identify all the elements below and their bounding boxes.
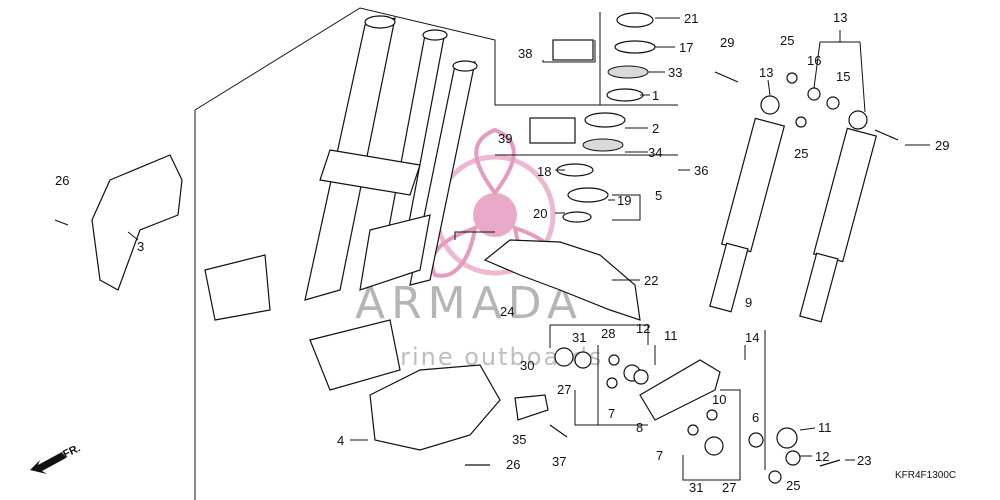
callout-28: 28 xyxy=(601,326,615,341)
callout-23: 23 xyxy=(857,453,871,468)
callout-21: 21 xyxy=(684,11,698,26)
callout-16: 16 xyxy=(807,53,821,68)
callout-12-a: 12 xyxy=(636,321,650,336)
callout-13-b: 13 xyxy=(833,10,847,25)
steering-column xyxy=(204,15,478,391)
callout-20: 20 xyxy=(533,206,547,221)
callout-1: 1 xyxy=(652,88,659,103)
callout-26: 26 xyxy=(55,173,69,188)
callout-4: 4 xyxy=(337,433,344,448)
callout-38: 38 xyxy=(518,46,532,61)
callout-2: 2 xyxy=(652,121,659,136)
callout-27-a: 27 xyxy=(557,382,571,397)
callout-37: 37 xyxy=(552,454,566,469)
callout-3: 3 xyxy=(137,239,144,254)
callout-14: 14 xyxy=(745,330,759,345)
bracket-35 xyxy=(514,394,549,421)
left-cover xyxy=(91,154,183,291)
callout-31-a: 31 xyxy=(572,330,586,345)
front-lower-cover xyxy=(369,364,501,451)
callout-6: 6 xyxy=(752,410,759,425)
callout-labels: 3 26 21 17 38 33 1 2 39 34 36 18 5 19 20… xyxy=(55,10,949,495)
callout-33: 33 xyxy=(668,65,682,80)
callout-9: 9 xyxy=(745,295,752,310)
watermark-brand: ARMADA xyxy=(355,278,583,329)
leader-lines xyxy=(127,12,930,481)
callout-12-b: 12 xyxy=(815,449,829,464)
diagram-code: KFR4F1300C xyxy=(895,470,956,481)
callout-7-b: 7 xyxy=(656,448,663,463)
callout-10: 10 xyxy=(712,392,726,407)
callout-29-b: 29 xyxy=(935,138,949,153)
callout-36: 36 xyxy=(694,163,708,178)
callout-39: 39 xyxy=(498,131,512,146)
callout-11-b: 11 xyxy=(818,420,832,435)
callout-18: 18 xyxy=(537,164,551,179)
callout-13-a: 13 xyxy=(759,65,773,80)
callout-25-c: 25 xyxy=(786,478,800,493)
callout-5: 5 xyxy=(655,188,662,203)
callout-22: 22 xyxy=(644,273,658,288)
callout-17: 17 xyxy=(679,40,693,55)
callout-11-a: 11 xyxy=(664,328,678,343)
callout-30: 30 xyxy=(520,358,534,373)
callout-8: 8 xyxy=(636,420,643,435)
callout-34: 34 xyxy=(648,145,662,160)
bearing-stack xyxy=(529,12,656,223)
callout-27-b: 27 xyxy=(722,480,736,495)
front-direction-arrow: FR. xyxy=(30,442,82,474)
bolt-kit-38 xyxy=(552,39,594,61)
callout-25-b: 25 xyxy=(794,146,808,161)
hardware xyxy=(54,71,899,484)
callout-19: 19 xyxy=(617,193,631,208)
direction-label: FR. xyxy=(61,442,82,460)
front-fender xyxy=(483,239,641,321)
callout-31-b: 31 xyxy=(689,480,703,495)
frame-group-outline xyxy=(194,7,678,500)
callout-15: 15 xyxy=(836,69,850,84)
callout-26-b: 26 xyxy=(506,457,520,472)
steering-arm xyxy=(639,359,721,421)
bolt-kit-39 xyxy=(529,117,576,144)
callout-35: 35 xyxy=(512,432,526,447)
callout-29-a: 29 xyxy=(720,35,734,50)
callout-25-a: 25 xyxy=(780,33,794,48)
callout-7-a: 7 xyxy=(608,406,615,421)
callout-24: 24 xyxy=(500,304,514,319)
shock-absorber-right xyxy=(799,110,878,323)
shock-absorber-left xyxy=(709,95,786,313)
